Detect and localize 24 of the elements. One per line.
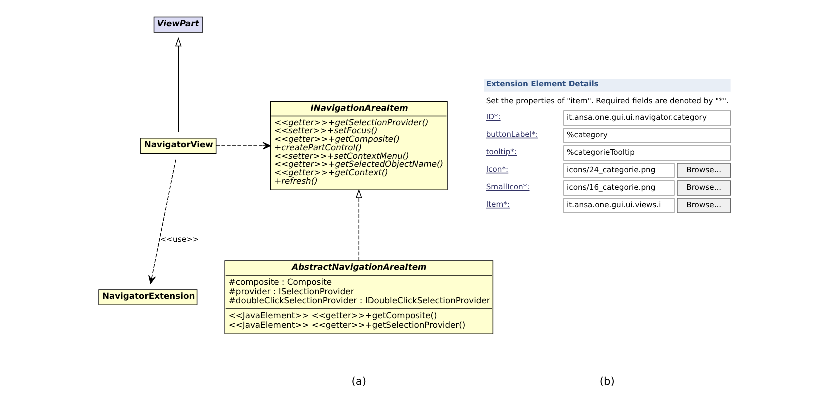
label: tooltip*: — [486, 147, 517, 156]
arrow — [148, 160, 176, 284]
arrow — [174, 38, 182, 133]
label: Icon*: — [486, 164, 508, 174]
arrow — [355, 189, 362, 262]
label: Extension Element Details — [486, 80, 598, 89]
label: it.ansa.one.gui.ui.views.i — [566, 200, 661, 210]
label: Set the properties of "item". Required fields are denoted by "*". — [486, 96, 728, 106]
label: Browse... — [686, 183, 722, 192]
label: buttonLabel*: — [486, 130, 538, 139]
label: Item*: — [486, 200, 510, 209]
label: ID*: — [486, 112, 500, 122]
label: %category — [566, 130, 608, 140]
arrow — [215, 142, 271, 150]
edge-label: <<use>> — [160, 234, 199, 244]
label: Browse... — [686, 200, 722, 210]
label: it.ansa.one.gui.ui.navigator.category — [566, 113, 706, 122]
label: Browse... — [686, 166, 722, 175]
label: (b) — [599, 374, 614, 388]
label: %categorieTooltip — [566, 148, 634, 158]
label: icons/24_categorie.png — [566, 166, 656, 175]
label: (a) — [351, 374, 366, 388]
label: icons/16_categorie.png — [566, 183, 656, 192]
label: SmallIcon*: — [486, 182, 530, 192]
